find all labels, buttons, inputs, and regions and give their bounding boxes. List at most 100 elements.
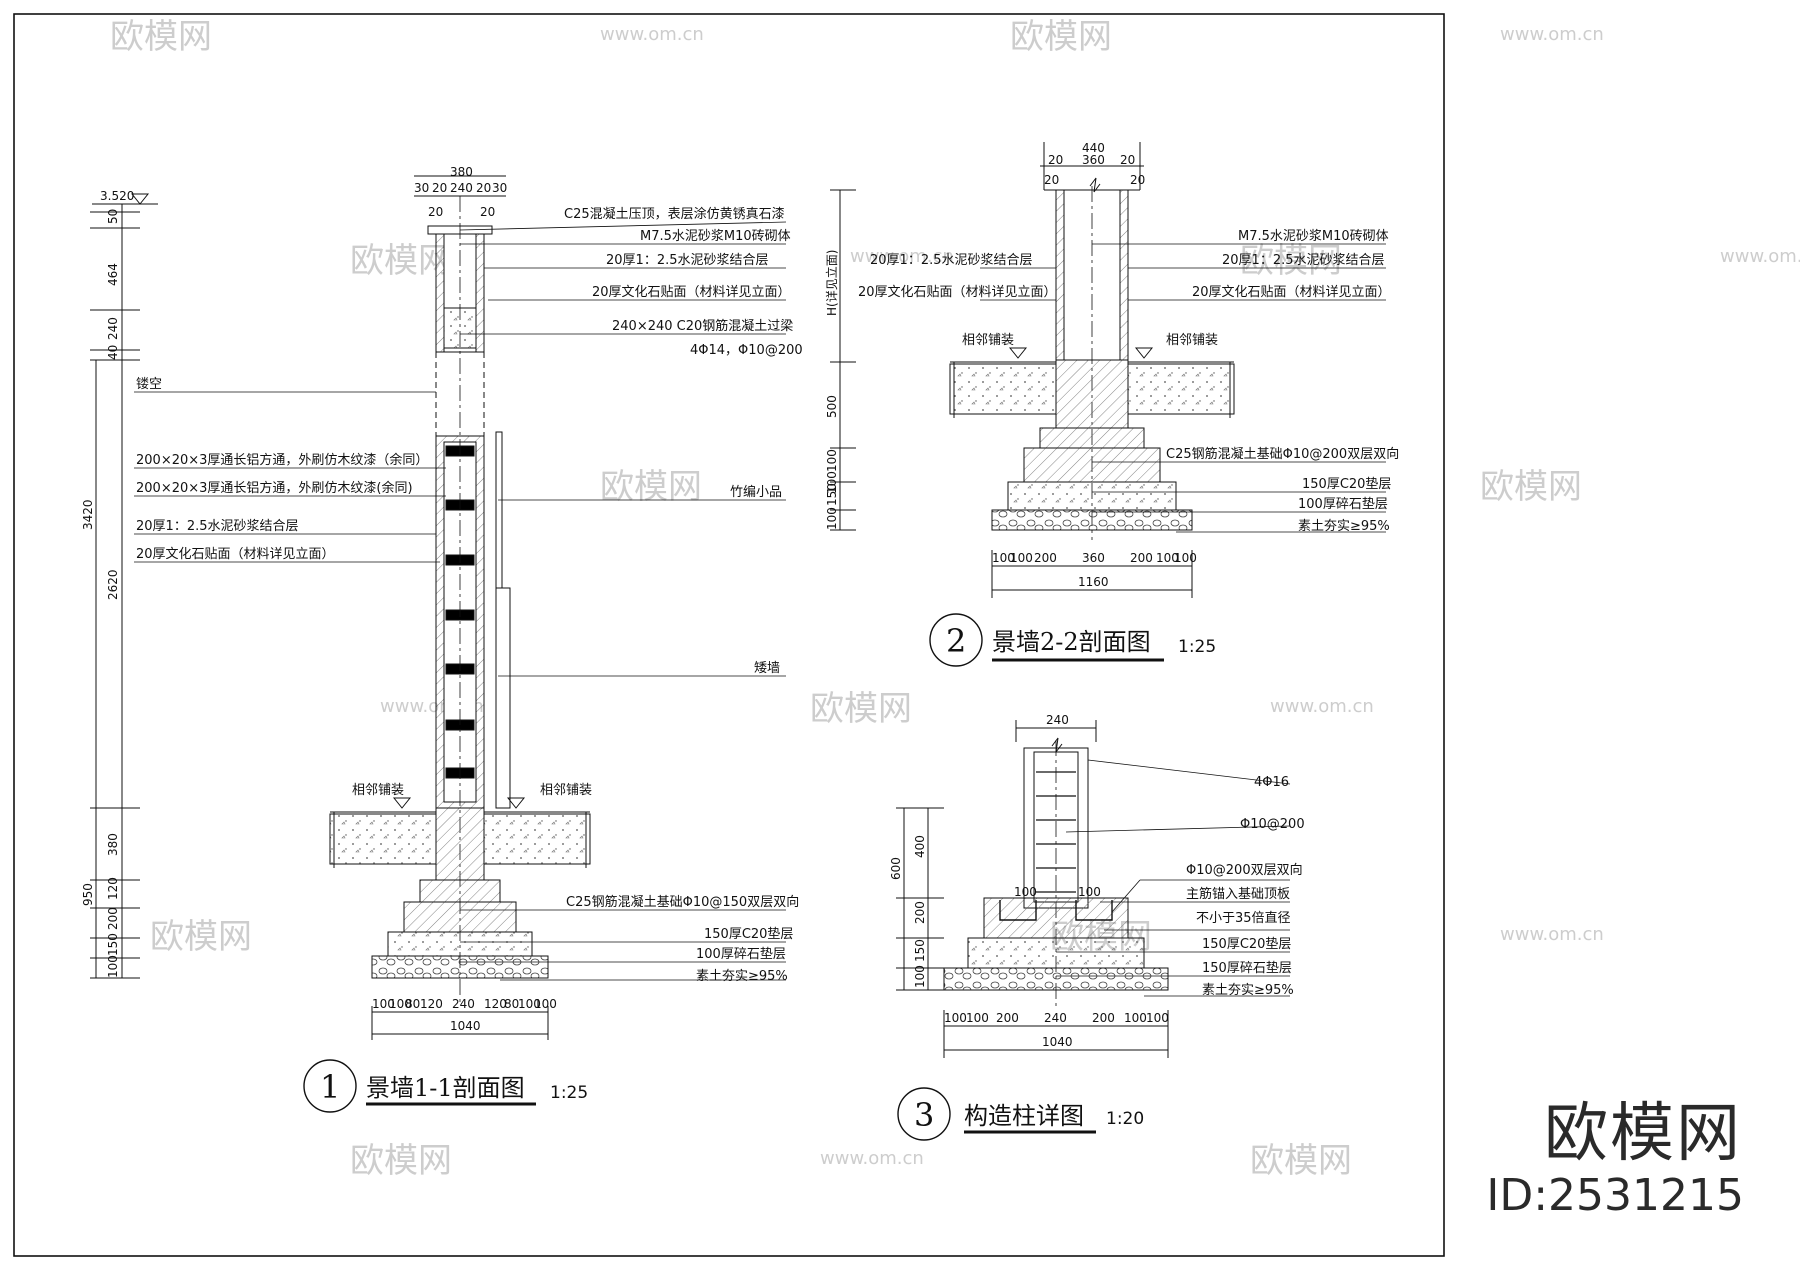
dim-top-total: 380	[450, 165, 473, 179]
section-1-1	[90, 175, 787, 1040]
dim-bottom-total: 1040	[450, 1019, 481, 1033]
dim-top-a: 20	[1048, 153, 1063, 167]
label-gravel: 100厚碎石垫层	[696, 946, 786, 962]
dim-top-d: 20	[1044, 173, 1059, 187]
dim-inner: 100	[1078, 885, 1101, 899]
dim-top-d: 20	[476, 181, 491, 195]
view-title: 构造柱详图	[964, 1102, 1084, 1130]
view-scale: 1:25	[1178, 637, 1216, 657]
dim-top: 240	[1046, 713, 1069, 727]
label-c20: 150厚C20垫层	[1202, 936, 1291, 952]
label-footing: C25钢筋混凝土基础Φ10@200双层双向	[1166, 446, 1399, 462]
dim-left: 150	[106, 933, 120, 956]
dim-top-b: 360	[1082, 153, 1105, 167]
dim-left: 3420	[81, 499, 95, 530]
label-c20: 150厚C20垫层	[704, 926, 793, 942]
label-paving-right: 相邻铺装	[540, 783, 592, 798]
dim-left: 464	[106, 263, 120, 286]
dim-left: 400	[913, 835, 927, 858]
label-mortar: 20厚1：2.5水泥砂浆结合层	[606, 253, 769, 268]
label-mortar-left: 20厚1：2.5水泥砂浆结合层	[870, 253, 1033, 268]
watermark-brand: 欧模网	[1240, 241, 1342, 281]
label-alu-1: 200×20×3厚通长铝方通，外刷仿木纹漆（余同）	[136, 452, 428, 468]
label-stone: 20厚文化石贴面（材料详见立面）	[592, 285, 791, 300]
dim-top-g: 20	[480, 205, 495, 219]
dim-left: 200	[106, 907, 120, 930]
dim-left: 120	[106, 877, 120, 900]
dim-bottom: 100	[1124, 1011, 1147, 1025]
watermark-brand: 欧模网	[110, 17, 212, 57]
label-low-wall: 矮墙	[754, 661, 780, 676]
watermark-brand: 欧模网	[810, 689, 912, 729]
dim-left: 200	[913, 901, 927, 924]
sheet-frame	[13, 13, 1445, 1257]
brand-id: ID:2531215	[1486, 1170, 1744, 1221]
dim-left: 500	[825, 395, 839, 418]
dim-bottom: 100	[1010, 551, 1033, 565]
dim-top-c: 20	[1120, 153, 1135, 167]
label-bamboo: 竹编小品	[730, 485, 782, 500]
dim-top-e: 20	[1130, 173, 1145, 187]
elevation-mark: 3.520	[100, 189, 134, 203]
label-masonry: M7.5水泥砂浆M10砖砌体	[1238, 229, 1389, 244]
label-hollow: 镂空	[136, 377, 162, 392]
view-number: 2	[946, 622, 966, 660]
label-masonry: M7.5水泥砂浆M10砖砌体	[640, 229, 791, 244]
dim-left: 950	[81, 883, 95, 906]
dim-bottom: 100	[1174, 551, 1197, 565]
label-lintel: 240×240 C20钢筋混凝土过梁	[612, 318, 793, 334]
dim-bottom: 100	[534, 997, 557, 1011]
label-paving-left: 相邻铺装	[352, 783, 404, 798]
dim-bottom: 100	[966, 1011, 989, 1025]
dim-bottom: 120	[420, 997, 443, 1011]
dim-bottom: 240	[1044, 1011, 1067, 1025]
label-lintel-rebar: 4Φ14，Φ10@200	[690, 343, 803, 358]
view-number-circle	[303, 1059, 357, 1113]
dim-bottom: 100	[1156, 551, 1179, 565]
label-mortar-right: 20厚1：2.5水泥砂浆结合层	[1222, 253, 1385, 268]
watermark-brand: 欧模网	[1250, 1141, 1352, 1181]
dim-bottom: 200	[1034, 551, 1057, 565]
view-title: 景墙1-1剖面图	[366, 1074, 525, 1102]
watermark-brand: 欧模网	[350, 241, 452, 281]
dim-bottom-total: 1040	[1042, 1035, 1073, 1049]
label-stone-left: 20厚文化石贴面（材料详见立面）	[858, 285, 1057, 300]
dim-bottom: 80	[504, 997, 519, 1011]
dim-inner: 100	[1014, 885, 1037, 899]
watermark-url: www.om.cn	[1720, 246, 1800, 267]
section-2-2-labels: 440 20 360 20 20 20 H(详见立面) 500 100 100 …	[824, 141, 1399, 667]
label-stone-right: 20厚文化石贴面（材料详见立面）	[1192, 285, 1391, 300]
brand-logo-text: 欧模网	[1544, 1097, 1742, 1171]
view-scale: 1:25	[550, 1083, 588, 1103]
dim-left: 150	[913, 939, 927, 962]
view-number-circle	[897, 1087, 951, 1141]
label-c20: 150厚C20垫层	[1302, 476, 1391, 492]
dim-top-b: 20	[432, 181, 447, 195]
watermark-url: www.om.cn	[1500, 924, 1604, 945]
dim-left: 100	[825, 449, 839, 472]
dim-left: 150	[825, 483, 839, 506]
watermark-brand: 欧模网	[1480, 467, 1582, 507]
dim-top-total: 440	[1082, 141, 1105, 155]
dim-left: H(详见立面)	[824, 250, 839, 316]
label-stone-2: 20厚文化石贴面（材料详见立面）	[136, 547, 335, 562]
label-soil: 素土夯实≥95%	[1202, 983, 1294, 998]
label-paving-right: 相邻铺装	[1166, 333, 1218, 348]
watermark-brand: 欧模网	[1010, 17, 1112, 57]
column-detail	[896, 720, 1291, 1058]
label-gravel: 100厚碎石垫层	[1298, 496, 1388, 512]
label-anchor-2: 不小于35倍直径	[1196, 911, 1291, 926]
dim-bottom: 200	[996, 1011, 1019, 1025]
label-soil: 素土夯实≥95%	[1298, 519, 1390, 534]
watermark-url: www.om.cn	[1500, 24, 1604, 45]
label-rebar: 4Φ16	[1254, 775, 1289, 790]
section-1-1-labels: 3.520 380 30 20 240 20 30 20 20 50 464 2…	[81, 165, 803, 1113]
watermark-url: www.om.cn	[1270, 696, 1374, 717]
watermark-url: www.om.cn	[820, 1148, 924, 1169]
dim-left: 2620	[106, 569, 120, 600]
dim-bottom: 100	[992, 551, 1015, 565]
label-mortar-2: 20厚1：2.5水泥砂浆结合层	[136, 519, 299, 534]
view-number: 3	[914, 1096, 934, 1134]
dim-bottom: 360	[1082, 551, 1105, 565]
